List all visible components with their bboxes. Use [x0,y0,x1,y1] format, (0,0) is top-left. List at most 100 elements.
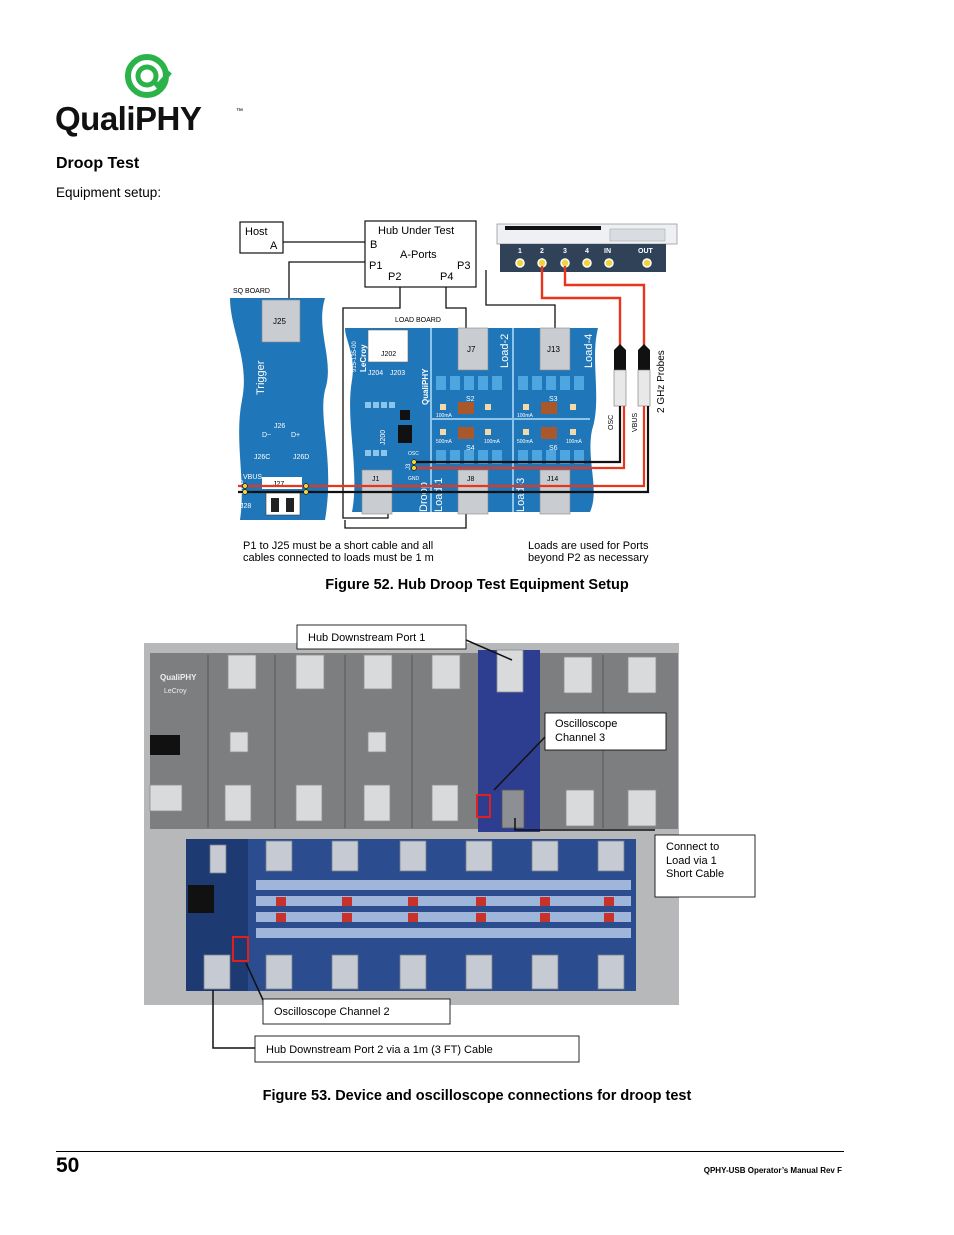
load-partno: 915-135-00 [352,341,358,372]
load-s6-100ma: 100mA [566,439,583,445]
load-s3-100ma: 100mA [517,413,534,419]
load-load2: Load-2 [499,334,511,368]
probe-osc-label: OSC [608,415,615,430]
oscilloscope-panel: 1 2 3 4 IN OUT [496,223,678,272]
load-j8: J8 [467,476,475,483]
hub-aports: A-Ports [400,249,437,261]
load-j200: J200 [380,430,387,445]
sq-board-label: SQ BOARD [233,288,270,295]
load-j202: J202 [381,351,396,358]
host-port-a: A [270,240,278,252]
load-s4-500ma: 500mA [436,439,453,445]
load-j203: J203 [390,370,405,377]
sq-j25: J25 [273,317,286,326]
hub-p1: P1 [369,260,382,272]
sq-gnd: GND [238,479,245,495]
photo-brand-lecroy: LeCroy [164,688,187,695]
sq-dplus: D+ [291,432,300,439]
callout-ch2-box [262,998,451,1025]
section-title: Droop Test [56,155,140,172]
callout-ch3-line2: Channel 3 [555,732,605,744]
figure-52-caption: Figure 52. Hub Droop Test Equipment Setu… [325,577,629,593]
load-lecroy: LeCroy [359,344,368,372]
callout-load-box [654,834,756,898]
load-j13: J13 [547,345,560,354]
callout-port1-box [296,624,467,650]
sq-j27: J27 [273,481,284,488]
note-right-1: Loads are used for Ports [528,540,649,552]
callout-load-line2: Load via 1 [666,855,717,867]
footer-rule [56,1151,844,1152]
page-number: 50 [56,1154,80,1177]
note-right-2: beyond P2 as necessary [528,552,649,564]
hub-p4: P4 [440,271,453,283]
scope-out-label: OUT [638,248,654,255]
sq-vbus: VBUS [243,474,262,481]
hub-p2: P2 [388,271,401,283]
load-gnd: GND [408,476,420,482]
load-s3: S3 [549,396,558,403]
load-s2-100ma: 100mA [436,413,453,419]
callout-ch2: Oscilloscope Channel 2 [274,1006,390,1018]
logo-wordmark: QualiPHY [55,100,202,137]
load-j204: J204 [368,370,383,377]
sq-j26c: J26C [254,454,270,461]
load-s6-500ma: 500mA [517,439,534,445]
load-load4: Load-4 [583,334,595,368]
figure-53-photo: QualiPHY LeCroy Hub Downstream Port 1 Os… [144,624,756,1063]
scope-in-label: IN [604,248,611,255]
sq-trigger: Trigger [255,360,267,395]
sq-dminus: D− [262,432,271,439]
host-label: Host [245,226,268,238]
sq-board [230,298,329,520]
callout-ch3-box [544,712,667,751]
load-osc: OSC [408,451,419,457]
probe-osc [613,344,627,407]
load-j1: J1 [372,476,380,483]
figure-52-diagram: Host A Hub Under Test B A-Ports P1 P3 P2… [230,220,678,564]
sq-j25-connector [261,299,301,343]
load-s6: S6 [549,445,558,452]
highlight-channel3 [476,794,491,818]
figure-53-caption: Figure 53. Device and oscilloscope conne… [262,1088,692,1104]
load-j3: J3 [406,463,412,470]
scope-ch1-label: 1 [518,248,522,255]
load-board-label: LOAD BOARD [395,317,441,324]
load-s4-100ma: 100mA [484,439,501,445]
load-droop: Droop [418,482,430,512]
hub-p3: P3 [457,260,470,272]
intro-text: Equipment setup: [56,185,162,200]
hub-box [364,220,477,288]
callout-port1: Hub Downstream Port 1 [308,632,425,644]
host-box [239,221,284,254]
load-load3: Load-3 [515,478,527,512]
load-j14: J14 [547,476,558,483]
note-left-1: P1 to J25 must be a short cable and all [243,540,433,552]
callout-load-line1: Connect to [666,841,719,853]
probe-vbus-label: VBUS [632,413,639,432]
load-j7: J7 [467,345,476,354]
hub-port-b: B [370,239,377,251]
sq-j28: J28 [240,503,251,510]
load-qualiphy: QualiPHY [421,368,430,405]
load-s2: S2 [466,396,475,403]
probe-vbus [637,344,651,407]
scope-ch3-label: 3 [563,248,567,255]
callout-port2: Hub Downstream Port 2 via a 1m (3 FT) Ca… [266,1044,493,1056]
load-s4: S4 [466,445,475,452]
scope-ch2-label: 2 [540,248,544,255]
footer-manual-title: QPHY-USB Operator’s Manual Rev F [703,1166,842,1175]
highlight-channel2 [232,936,249,962]
sq-j26d: J26D [293,454,309,461]
probes-label: 2 GHz Probes [656,350,667,413]
hub-title: Hub Under Test [378,225,454,237]
callout-load-line3: Short Cable [666,868,724,880]
load-load1: Load-1 [433,478,445,512]
scope-ch4-label: 4 [585,248,589,255]
logo-trademark: ™ [236,108,243,115]
callout-port2-box [254,1035,580,1063]
note-left-2: cables connected to loads must be 1 m [243,552,434,564]
qualiphy-logo-mark [125,54,172,98]
sq-j26: J26 [274,423,285,430]
callout-ch3-line1: Oscilloscope [555,718,617,730]
